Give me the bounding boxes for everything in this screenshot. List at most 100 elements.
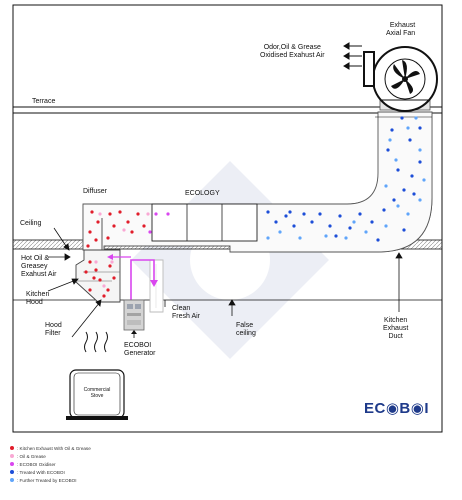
particle-dot <box>338 214 342 218</box>
exhaust-axial-fan <box>363 46 438 118</box>
label-kitchen-hood: Kitchen Hood <box>26 291 50 306</box>
label-hot-oil: Hot Oil & Greasey Exahust Air <box>21 255 57 278</box>
particle-dot <box>94 238 98 242</box>
particle-dot <box>84 270 88 274</box>
legend-text: : Kitchen Exhaust With Oil & Grease <box>17 445 91 451</box>
particle-dot <box>302 212 306 216</box>
particle-dot <box>266 210 270 214</box>
legend-text: : Treated With ECOBOI <box>17 469 65 475</box>
particle-dot <box>292 224 296 228</box>
particle-dot <box>418 148 422 152</box>
particle-dot <box>406 126 410 130</box>
commercial-stove <box>66 331 128 420</box>
label-exhaust-fan: Exhaust Axial Fan <box>386 22 416 37</box>
particle-dot <box>122 228 126 232</box>
particle-dot <box>88 260 92 264</box>
particle-dot <box>106 236 110 240</box>
particle-dot <box>358 212 362 216</box>
particle-dot <box>118 210 122 214</box>
label-clean-fresh-air: Clean Fresh Air <box>172 305 201 320</box>
particle-dot <box>384 184 388 188</box>
particle-dot <box>414 116 418 120</box>
label-false-ceiling: False ceiling <box>236 322 256 337</box>
particle-dot <box>112 276 116 280</box>
label-diffuser: Diffuser <box>83 188 107 195</box>
particle-dot <box>402 188 406 192</box>
particle-dot <box>298 236 302 240</box>
particle-dot <box>324 234 328 238</box>
label-ecology: ECOLOGY <box>185 190 220 197</box>
building-outline <box>12 4 443 433</box>
particle-dot <box>112 224 116 228</box>
particle-dot <box>278 230 282 234</box>
particle-dot <box>106 288 110 292</box>
particle-dot <box>108 264 112 268</box>
particle-dot <box>102 284 106 288</box>
particle-dot <box>108 212 112 216</box>
legend-text: : ECOBOI Oxidiser <box>17 461 56 467</box>
pointer-arrows <box>47 227 403 338</box>
particle-dot <box>88 230 92 234</box>
particle-dot <box>94 260 98 264</box>
particle-dot <box>166 212 170 216</box>
particle-dot <box>328 224 332 228</box>
particle-dot <box>418 198 422 202</box>
ecoboi-logo: EC◉B◉I <box>364 400 430 417</box>
particle-dot <box>388 138 392 142</box>
particle-dot <box>394 158 398 162</box>
particle-dot <box>146 212 150 216</box>
legend-text: : Oil & Grease <box>17 453 46 459</box>
particle-dot <box>130 230 134 234</box>
exhaust-duct-body <box>82 111 433 253</box>
particle-dot <box>408 138 412 142</box>
particle-dot <box>88 288 92 292</box>
legend-item: : Further Treated by ECOBOI <box>10 476 91 484</box>
particle-dot <box>352 220 356 224</box>
ecoboi-oxidiser-line <box>130 259 155 318</box>
particle-dot <box>266 236 270 240</box>
particle-dot <box>386 148 390 152</box>
particle-dot <box>422 178 426 182</box>
particle-dot <box>348 226 352 230</box>
legend-text: : Further Treated by ECOBOI <box>17 477 77 483</box>
legend-item: : Treated With ECOBOI <box>10 468 91 476</box>
particle-dot <box>410 174 414 178</box>
label-ecoboi-generator: ECOBOI Generator <box>124 342 156 357</box>
particle-dot <box>96 220 100 224</box>
legend: : Kitchen Exhaust With Oil & Grease : Oi… <box>10 444 91 484</box>
particle-dots <box>84 116 426 298</box>
particle-dot <box>148 230 152 234</box>
kitchen-hood <box>75 249 121 303</box>
particle-dot <box>126 220 130 224</box>
particle-dot <box>334 234 338 238</box>
particle-dot <box>98 212 102 216</box>
particle-dot <box>154 212 158 216</box>
particle-dot <box>284 214 288 218</box>
particle-dot <box>92 276 96 280</box>
particle-dot <box>318 212 322 216</box>
label-terrace: Terrace <box>32 98 56 105</box>
label-ceiling: Ceiling <box>20 220 42 227</box>
particle-dot <box>406 212 410 216</box>
particle-dot <box>110 260 114 264</box>
particle-dot <box>396 204 400 208</box>
legend-dot-red <box>10 446 14 450</box>
particle-dot <box>86 244 90 248</box>
particle-dot <box>396 168 400 172</box>
particle-dot <box>400 116 404 120</box>
legend-dot-blue <box>10 470 14 474</box>
particle-dot <box>274 220 278 224</box>
particle-dot <box>98 278 102 282</box>
particle-dot <box>402 228 406 232</box>
particle-dot <box>392 198 396 202</box>
legend-dot-magenta <box>10 462 14 466</box>
outlet-arrows <box>343 42 362 70</box>
legend-item: : Oil & Grease <box>10 452 91 460</box>
particle-dot <box>384 224 388 228</box>
particle-dot <box>390 128 394 132</box>
legend-dot-pink <box>10 454 14 458</box>
particle-dot <box>90 210 94 214</box>
label-kitchen-exhaust-duct: Kitchen Exhaust Duct <box>383 317 409 340</box>
label-commercial-stove: Commercial Stove <box>83 387 111 399</box>
